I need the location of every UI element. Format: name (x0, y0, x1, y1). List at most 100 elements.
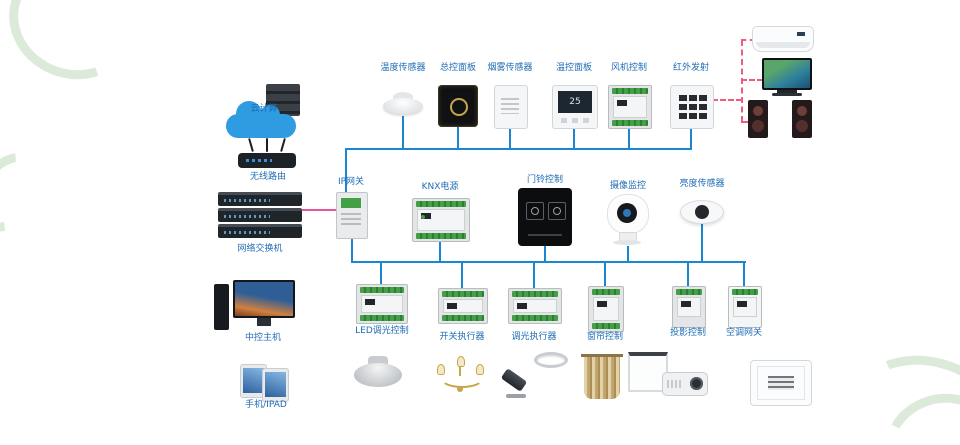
bus-line-knx (351, 261, 746, 263)
curtain-icon (581, 354, 623, 400)
doorbell-label: 门铃控制 (526, 175, 563, 185)
connector-camera (627, 246, 629, 262)
lamp-dome (354, 363, 402, 387)
thermostat-value: 25 (569, 97, 581, 107)
power-led (421, 215, 425, 219)
knx-power-label: KNX电源 (421, 182, 459, 192)
downlight-icon (534, 352, 568, 368)
panel-dial (450, 98, 468, 116)
ir-transmitter-icon (670, 85, 714, 129)
switch-unit (218, 192, 302, 206)
mobile-devices-icon (240, 364, 290, 402)
thermostat-buttons (561, 118, 589, 123)
switch-actuator-module-icon (438, 288, 488, 324)
router-label: 无线路由 (249, 172, 286, 182)
terminal-block (360, 315, 404, 321)
terminal-block (360, 287, 404, 293)
tv-base (772, 93, 802, 96)
led-dimmer-module-icon (356, 284, 408, 324)
ir-dashed-trunk (741, 40, 743, 122)
antenna-icon (248, 137, 254, 153)
tablet-icon (262, 368, 289, 402)
connector-bus-to-ip-gateway (345, 148, 347, 194)
ip-gateway-label: IP网关 (337, 177, 365, 187)
doorbell-key (526, 202, 544, 220)
terminal-block (592, 323, 620, 329)
curtain-control-label: 窗帘控制 (586, 332, 623, 342)
connector-knx-power (439, 240, 441, 262)
module-face (513, 299, 557, 313)
temp-sensor-label: 温度传感器 (380, 63, 426, 73)
sensor-vents (501, 98, 519, 114)
terminal-block (442, 315, 484, 321)
terminal-block (732, 289, 758, 295)
camera-foot (613, 240, 641, 245)
gateway-led-panel (341, 198, 361, 208)
module-face (417, 209, 465, 231)
bus-line-top (345, 148, 692, 150)
terminal-block (592, 289, 620, 295)
speakers-icon (748, 100, 814, 138)
ir-dashed-to-ac (741, 39, 755, 41)
ceiling-lamp-icon (354, 356, 402, 390)
terminal-block (442, 291, 484, 297)
projector-vent (667, 380, 683, 388)
ir-emitter-grid (679, 95, 687, 101)
terminal-block (612, 88, 648, 94)
connector-gateway-down (351, 236, 353, 263)
terminal-block (416, 233, 466, 239)
module-face (593, 297, 619, 321)
chandelier-bulb (457, 356, 465, 367)
decor-swirl (0, 137, 63, 247)
camera-lens (617, 203, 637, 223)
chandelier-bulb (476, 364, 484, 375)
antenna-icon (266, 138, 268, 152)
terminal-block (612, 120, 648, 126)
master-control-panel-icon (438, 85, 478, 127)
switch-unit (218, 208, 302, 222)
connector-switch-to-gateway (300, 209, 337, 211)
cassette-body (750, 360, 812, 406)
switch-actuator-label: 开关执行器 (439, 332, 485, 342)
ac-gateway-label: 空调网关 (725, 328, 762, 338)
knx-power-module-icon (412, 198, 470, 242)
sensor-dome (383, 98, 423, 114)
lamp-mount (368, 356, 388, 365)
dim-actuator-module-icon (508, 288, 562, 324)
connector-temp-sensor (402, 116, 404, 150)
spotlight-icon (498, 368, 532, 398)
chandelier-icon (437, 356, 484, 396)
terminal-block (512, 315, 558, 321)
gateway-ports (341, 213, 361, 227)
wireless-router-icon (238, 137, 298, 170)
projector-icon (662, 372, 708, 396)
curtain-fabric (584, 357, 620, 399)
tv-stand (777, 90, 797, 93)
ir-dashed-to-tv (741, 79, 763, 81)
cloud-icon (226, 101, 296, 138)
smoke-sensor-label: 烟雾传感器 (487, 63, 533, 73)
terminal-block (512, 291, 558, 297)
connector-switch-actuator (461, 261, 463, 289)
thermostat-label: 温控面板 (555, 63, 592, 73)
module-face (361, 295, 403, 313)
terminal-block (416, 201, 466, 207)
camera-label: 摄像监控 (609, 181, 646, 191)
terminal-block (676, 289, 702, 295)
projector-control-label: 投影控制 (669, 328, 706, 338)
speaker-icon (792, 100, 812, 138)
control-host-icon (214, 280, 296, 332)
network-switch-icon (218, 192, 302, 240)
doorbell-text (528, 234, 562, 236)
host-label: 中控主机 (244, 333, 281, 343)
connector-fan-control (628, 127, 630, 150)
curtain-control-module-icon (588, 286, 624, 332)
ir-transmitter-label: 红外发射 (672, 63, 709, 73)
module-face (613, 96, 647, 118)
spotlight-body (500, 368, 528, 392)
downlight-ring (534, 352, 568, 368)
cloud-label: 云计算 (250, 104, 278, 114)
connector-ir-transmitter (690, 127, 692, 150)
connector-smoke-sensor (509, 127, 511, 150)
